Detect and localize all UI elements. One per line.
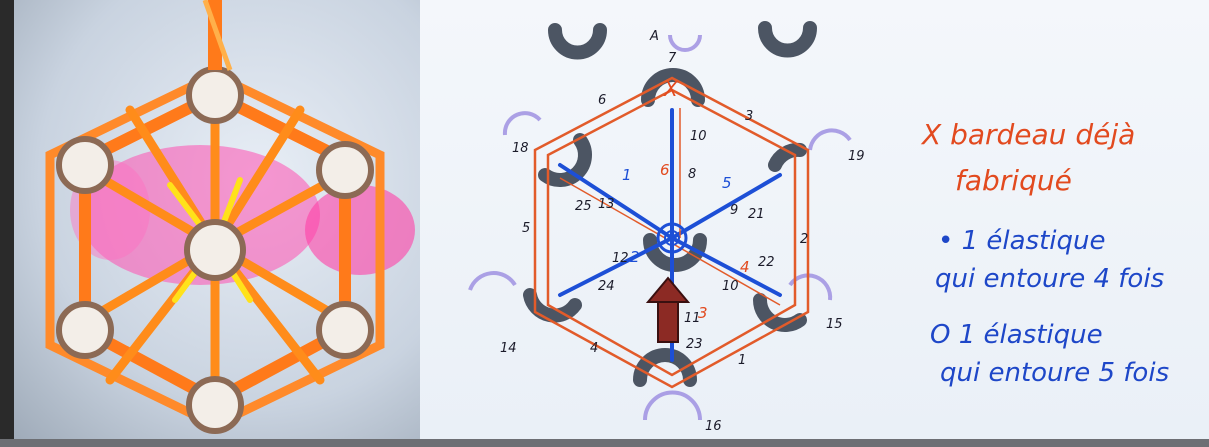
label-18: 18 (512, 141, 529, 156)
label-2-right: 2 (800, 232, 808, 247)
legend-line-5: O 1 élastique (930, 320, 1103, 350)
label-13: 13 (598, 197, 615, 212)
label-6-top: 6 (598, 93, 606, 108)
label-8: 8 (688, 167, 696, 182)
label-7: 7 (668, 51, 677, 66)
label-1-bottom: 1 (738, 353, 746, 368)
label-25: 25 (575, 199, 592, 214)
arrow-up-icon (648, 278, 688, 342)
label-3-red: 3 (698, 304, 708, 322)
label-15: 15 (826, 317, 843, 332)
label-14: 14 (500, 341, 517, 356)
label-6-red: 6 (660, 161, 670, 179)
label-9: 9 (730, 203, 738, 218)
label-22: 22 (758, 255, 775, 270)
bottom-ruler (0, 439, 1209, 447)
label-10-bottom: 10 (722, 279, 739, 294)
label-1-blue: 1 (622, 166, 632, 184)
legend-line-2: fabriqué (955, 164, 1072, 197)
label-23: 23 (686, 337, 703, 352)
label-16: 16 (705, 419, 722, 434)
diagram-x-mark: X (663, 77, 679, 101)
label-24: 24 (598, 279, 615, 294)
label-21: 21 (748, 207, 765, 222)
label-4-bottom: 4 (590, 341, 598, 356)
label-19: 19 (848, 149, 865, 164)
label-5-blue: 5 (722, 174, 732, 192)
legend-line-4: qui entoure 4 fois (935, 264, 1164, 294)
label-4-red: 4 (740, 258, 750, 276)
label-12: 12 (612, 251, 629, 266)
label-5-left: 5 (522, 221, 530, 236)
label-a: A (649, 29, 659, 44)
legend-line-6: qui entoure 5 fois (940, 358, 1169, 388)
label-2-blue: 2 (630, 248, 640, 266)
legend-line-1: X bardeau déjà (922, 118, 1135, 151)
legend-line-3: • 1 élastique (938, 226, 1106, 256)
label-3: 3 (745, 109, 753, 124)
label-10-top: 10 (690, 129, 707, 144)
